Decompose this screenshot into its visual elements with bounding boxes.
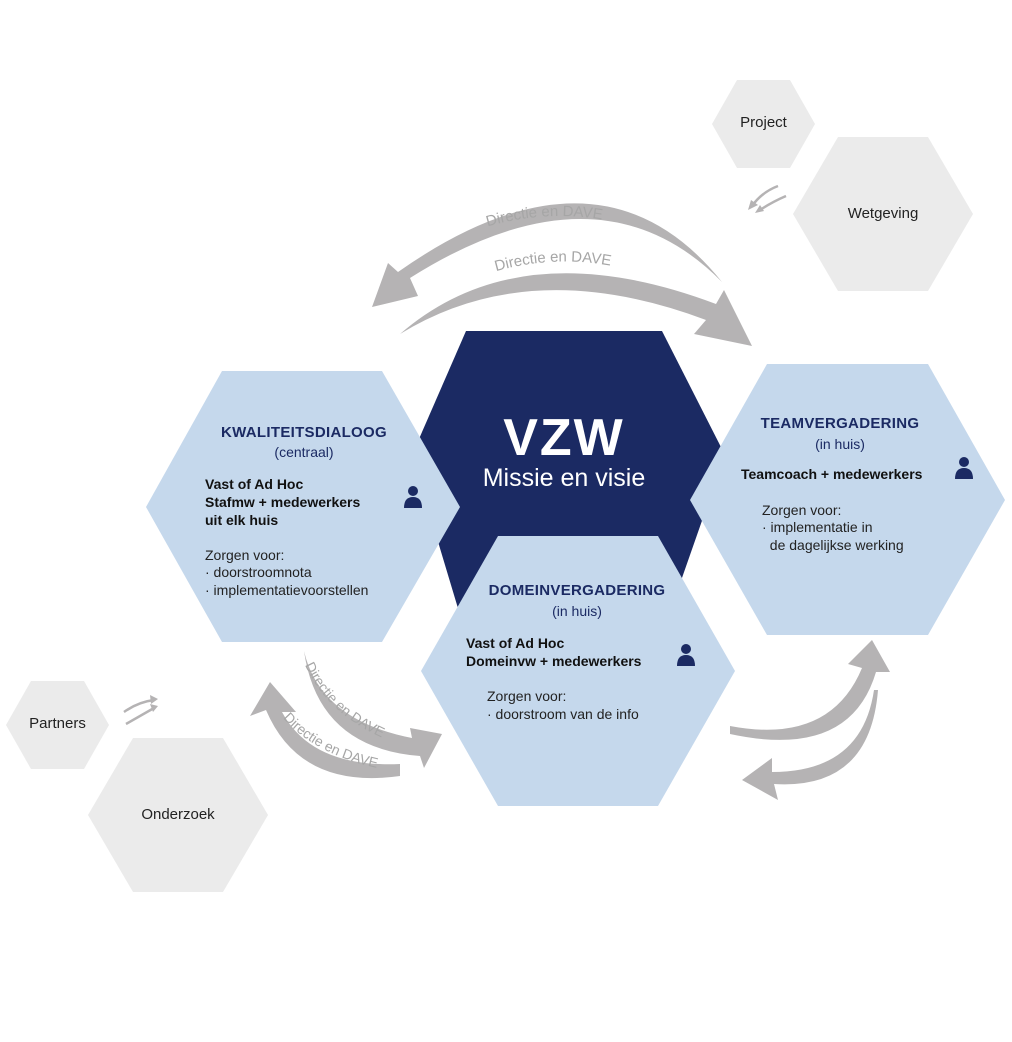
team-title: TEAMVERGADERING <box>760 415 920 432</box>
vzw-title: VZW <box>503 409 625 467</box>
domein-task-2: · doorstroom van de info <box>487 706 639 722</box>
partners-label: Partners <box>29 715 86 732</box>
team-hexagon <box>690 364 1005 635</box>
team-task-1: Zorgen voor: <box>762 502 842 518</box>
small-arrow-wetgeving-2-head <box>755 205 764 213</box>
kwaliteit-who-2: Stafmw + medewerkers <box>205 494 361 510</box>
arrow-left-down <box>304 651 442 768</box>
wetgeving-label: Wetgeving <box>847 205 919 222</box>
kwaliteit-subtitle: (centraal) <box>274 444 334 460</box>
kwaliteit-task-2: · doorstroomnota <box>205 564 312 580</box>
project-hexagon <box>712 80 815 168</box>
domein-who-2: Domeinvw + medewerkers <box>466 653 642 669</box>
arrow-label-top-outer: Directie en DAVE <box>484 203 604 230</box>
arrow-left-up <box>250 682 400 779</box>
domein-title: DOMEINVERGADERING <box>488 582 666 599</box>
domein-hexagon <box>421 536 735 806</box>
arrow-right-down <box>742 690 878 800</box>
kwaliteit-task-3: · implementatievoorstellen <box>205 582 369 598</box>
domein-who-1: Vast of Ad Hoc <box>466 635 565 651</box>
team-who-1: Teamcoach + medewerkers <box>741 466 923 482</box>
onderzoek-hexagon <box>88 738 268 892</box>
small-arrow-wetgeving-1-head <box>748 200 758 210</box>
small-arrow-wetgeving-2 <box>759 194 787 212</box>
arrow-label-top-inner: Directie en DAVE <box>493 248 613 275</box>
small-arrow-partners-2-head <box>150 704 158 712</box>
team-task-2: · implementatie in <box>762 519 873 535</box>
person-icon <box>955 457 973 479</box>
partners-hexagon <box>6 681 109 769</box>
team-subtitle: (in huis) <box>815 436 865 452</box>
onderzoek-label: Onderzoek <box>141 806 215 823</box>
team-task-3: de dagelijkse werking <box>762 537 904 553</box>
kwaliteit-who-3: uit elk huis <box>205 512 279 528</box>
vzw-subtitle: Missie en visie <box>482 464 646 492</box>
person-icon <box>404 486 422 508</box>
project-label: Project <box>740 114 787 131</box>
domein-task-1: Zorgen voor: <box>487 688 567 704</box>
arrow-top-left <box>372 203 722 307</box>
kwaliteit-title: KWALITEITSDIALOOG <box>221 424 387 441</box>
arrow-right-up <box>730 640 890 740</box>
domein-subtitle: (in huis) <box>552 603 602 619</box>
kwaliteit-hexagon <box>146 371 460 642</box>
small-arrow-partners-2 <box>125 706 155 726</box>
kwaliteit-who-1: Vast of Ad Hoc <box>205 476 304 492</box>
arrow-top-right <box>400 273 752 346</box>
wetgeving-hexagon <box>793 137 973 291</box>
small-arrow-partners-1-head <box>150 695 158 704</box>
person-icon <box>677 644 695 666</box>
kwaliteit-task-1: Zorgen voor: <box>205 547 285 563</box>
